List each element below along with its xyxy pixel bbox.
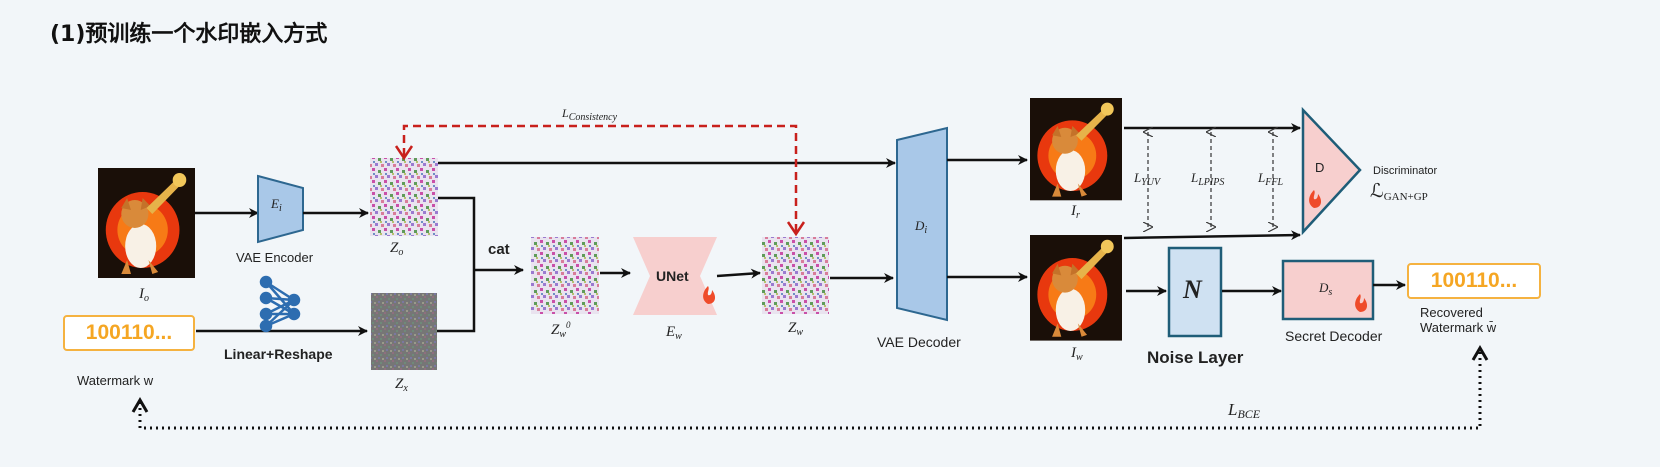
label-d: D [1315, 160, 1325, 175]
label-zw: Zw [788, 320, 804, 338]
watermarked-image-iw [1030, 235, 1122, 341]
label-discriminator: Discriminator [1373, 165, 1438, 177]
label-cat: cat [488, 241, 510, 258]
label-consistency-loss: LConsistency [562, 106, 618, 123]
watermark-output-bits: 100110... [1407, 263, 1541, 299]
label-vae-decoder: VAE Decoder [877, 334, 961, 350]
consistency-loss-line [402, 124, 798, 232]
neural-net-icon [259, 275, 301, 333]
label-bce-loss: LBCE [1228, 400, 1261, 421]
label-recovered: Recovered [1420, 305, 1483, 320]
label-recovered-watermark: Watermark w̄ [1420, 320, 1497, 335]
label-n: N [1183, 275, 1202, 304]
noise-layer-block [1167, 246, 1223, 338]
label-ds: Ds [1319, 280, 1333, 298]
reconstructed-image-ir [1030, 98, 1122, 201]
latent-zx-image [371, 293, 437, 370]
label-l-lpips: LLPIPS [1191, 170, 1225, 188]
label-zo: Zo [390, 240, 404, 258]
label-iw: Iw [1071, 345, 1083, 363]
label-l-ffl: LFFL [1258, 170, 1284, 188]
latent-zw-image [762, 237, 829, 314]
label-zx: Zx [395, 376, 408, 394]
label-di: Di [915, 218, 928, 236]
discriminator-block [1301, 106, 1362, 236]
label-vae-encoder: VAE Encoder [236, 250, 314, 265]
page-title: (1)预训练一个水印嵌入方式 [50, 22, 328, 47]
label-ir: Ir [1071, 203, 1080, 221]
latent-zw0-image [531, 237, 599, 314]
vae-decoder-block [896, 126, 948, 322]
bce-loss-line [138, 352, 1482, 430]
input-image-io [98, 168, 195, 278]
label-watermark-w: Watermark w [77, 373, 154, 388]
latent-zo-image [370, 158, 438, 236]
fire-icon [703, 286, 716, 304]
fire-icon [1309, 190, 1322, 208]
watermark-input-bits: 100110... [63, 315, 195, 351]
label-l-yuv: LYUV [1134, 170, 1161, 188]
unet-block [633, 237, 717, 315]
label-noise-layer: Noise Layer [1147, 348, 1244, 367]
label-zw0: Zw0 [551, 320, 571, 340]
label-unet: UNet [656, 268, 689, 284]
vae-encoder-block [257, 174, 304, 244]
label-linear-reshape: Linear+Reshape [224, 346, 333, 362]
fire-icon [1355, 294, 1368, 312]
label-ei: Ei [271, 196, 282, 214]
label-io: Io [139, 286, 149, 304]
label-secret-decoder: Secret Decoder [1285, 328, 1383, 344]
label-gan-loss: ℒGAN+GP [1370, 180, 1428, 203]
label-ew: Ew [666, 324, 682, 342]
